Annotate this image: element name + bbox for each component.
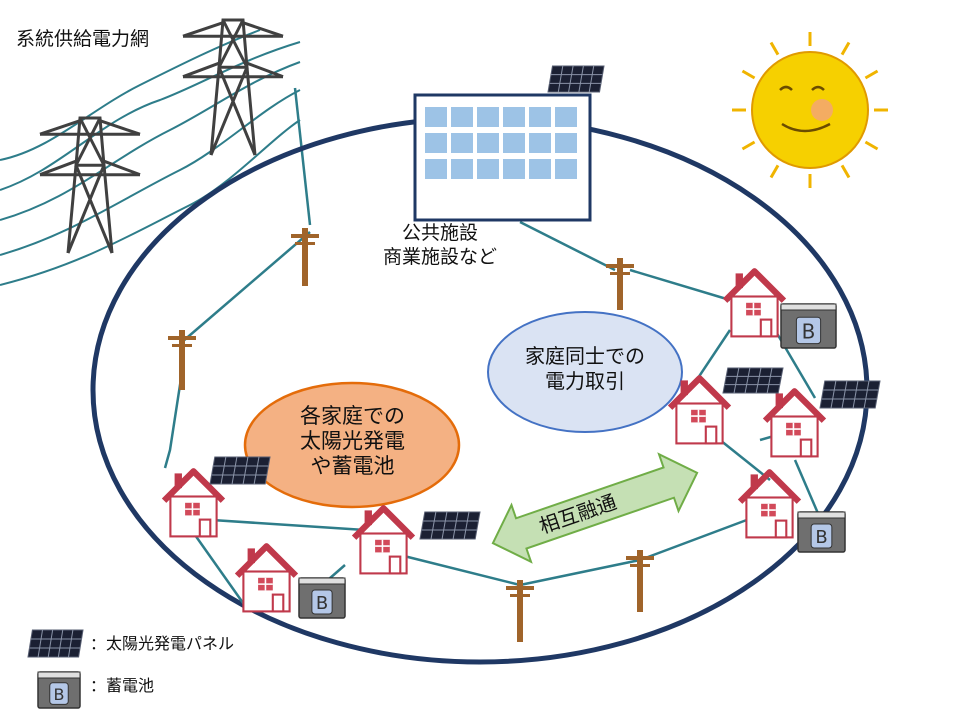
house-icon xyxy=(161,468,226,538)
home-generation-label: 各家庭での 太陽光発電 や蓄電池 xyxy=(250,404,455,480)
p2p-trading-label: 家庭同士での 電力取引 xyxy=(490,344,680,394)
solar-panel-icon xyxy=(819,380,881,409)
solar-panel-icon xyxy=(722,367,784,394)
solar-panel-icon xyxy=(209,456,271,485)
distribution-line xyxy=(211,518,366,532)
legend-icons: B xyxy=(27,629,84,709)
utility-pole-icon xyxy=(626,550,654,612)
utility-pole-icon xyxy=(291,228,319,286)
facility-label-line2: 商業施設など xyxy=(382,245,497,268)
facility-building xyxy=(413,93,592,222)
grid-power-line xyxy=(0,61,301,221)
battery-letter: B xyxy=(802,319,816,343)
utility-poles xyxy=(168,228,654,642)
facility-label-line1: 公共施設 xyxy=(401,222,478,244)
solar-panel-icon xyxy=(419,511,481,540)
distribution-line xyxy=(519,558,641,587)
facility-window xyxy=(451,107,473,127)
house-icon xyxy=(351,505,416,575)
battery-letter: B xyxy=(54,685,65,704)
battery-icon: B xyxy=(797,511,846,553)
home-generation-label-line3: や蓄電池 xyxy=(310,454,395,479)
facility-window xyxy=(503,107,525,127)
grid-label: 系統供給電力網 xyxy=(16,28,150,50)
facility-window xyxy=(503,159,525,179)
battery-letter: B xyxy=(815,527,827,548)
distribution-line xyxy=(181,231,311,343)
facility-window xyxy=(555,159,577,179)
facility-window xyxy=(477,159,499,179)
exchange-arrow xyxy=(491,452,699,564)
sun-icon xyxy=(732,32,888,188)
house-icon xyxy=(234,543,299,613)
p2p-trading-label-line1: 家庭同士での xyxy=(525,344,645,368)
house-icon xyxy=(762,388,827,458)
transmission-towers xyxy=(39,18,284,254)
sun xyxy=(732,32,888,188)
facility-window xyxy=(425,133,447,153)
home-generation-bubble xyxy=(243,381,461,509)
transmission-tower-icon xyxy=(39,116,141,254)
distribution-line xyxy=(193,534,250,611)
battery-icon: B xyxy=(298,577,346,619)
distribution-line xyxy=(519,220,616,272)
facility-window xyxy=(477,107,499,127)
transmission-tower-icon xyxy=(182,18,284,156)
distribution-line xyxy=(639,513,761,562)
facility-window xyxy=(529,107,551,127)
facility-window xyxy=(451,133,473,153)
facility-window xyxy=(477,133,499,153)
houses xyxy=(161,268,827,613)
mutual-exchange-arrow xyxy=(491,452,699,564)
home-generation-label-line1: 各家庭での xyxy=(300,404,405,428)
distribution-line xyxy=(719,439,771,481)
grid-power-line xyxy=(0,89,301,256)
p2p-trading-bubble xyxy=(487,311,683,433)
house-icon xyxy=(722,268,787,338)
facility-window xyxy=(555,133,577,153)
p2p-trading-label-line2: 電力取引 xyxy=(545,369,625,393)
grid-feeder-line xyxy=(293,87,312,226)
distribution-line xyxy=(793,459,822,519)
legend-battery-label: ：蓄電池 xyxy=(90,676,155,695)
facility-window xyxy=(451,159,473,179)
distribution-line xyxy=(399,553,521,587)
house-icon xyxy=(737,469,802,539)
house-icon xyxy=(667,375,732,445)
battery-icon: B xyxy=(780,303,837,349)
facility-window xyxy=(425,107,447,127)
solar-panel-icon xyxy=(547,65,605,93)
facility-window xyxy=(503,133,525,153)
facility-window xyxy=(529,133,551,153)
home-generation-label-line2: 太陽光発電 xyxy=(300,429,405,454)
utility-pole-icon xyxy=(168,330,196,390)
grid-power-line xyxy=(0,119,301,286)
facility-building-icon xyxy=(413,93,592,222)
facility-window xyxy=(425,159,447,179)
legend-solar-label: ：太陽光発電パネル xyxy=(90,634,235,653)
solar-panel-icon xyxy=(27,629,84,658)
facility-window xyxy=(555,107,577,127)
facility-label: 公共施設 商業施設など xyxy=(355,222,525,270)
battery-icon: B xyxy=(37,671,81,709)
facility-window xyxy=(529,159,551,179)
batteries: B B B xyxy=(298,303,846,619)
battery-letter: B xyxy=(316,593,328,614)
solar-panels xyxy=(209,65,881,540)
utility-pole-icon xyxy=(506,580,534,642)
utility-pole-icon xyxy=(606,258,634,310)
callout-bubbles xyxy=(243,311,683,509)
distribution-line xyxy=(629,268,731,302)
